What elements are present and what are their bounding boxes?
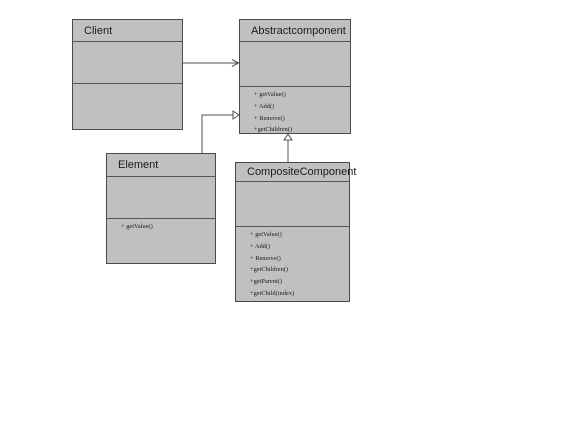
attributes-compartment	[236, 182, 349, 227]
operation-item: + Add()	[250, 242, 271, 250]
association-connector	[183, 59, 240, 67]
operation-item: + getValue()	[121, 223, 153, 230]
hollow-triangle-icon	[232, 110, 240, 120]
operations-compartment	[73, 84, 182, 86]
operation-item: +getChildren()	[250, 266, 289, 274]
class-client[interactable]: Client	[72, 19, 183, 130]
operation-item: + getValue()	[254, 91, 286, 98]
element-generalization-connector	[201, 110, 240, 153]
open-arrowhead-icon	[231, 59, 240, 67]
operation-item: +getParent()	[250, 278, 282, 286]
class-name: Client	[73, 20, 182, 42]
class-abstractcomponent[interactable]: Abstractcomponent + getValue() + Add() + R…	[239, 19, 351, 134]
operations-compartment: + getValue() + Add() + Remove() +getChildre…	[240, 87, 350, 136]
attributes-compartment	[240, 42, 350, 87]
operations-compartment: + getValue()	[107, 219, 215, 233]
operation-item: + Add()	[254, 102, 275, 110]
operations-compartment: + getValue() + Add() + Remove() +getChildre…	[236, 227, 349, 300]
hollow-triangle-icon	[283, 133, 293, 141]
class-element[interactable]: Element + getValue()	[106, 153, 216, 264]
class-name: Abstractcomponent	[240, 20, 350, 42]
class-compositecomponent[interactable]: CompositeComponent + getValue()+ Add()+ …	[235, 162, 356, 302]
operation-item: + Remove()	[250, 254, 281, 262]
operation-item: +getChildren()	[254, 126, 293, 134]
operation-item: + Remove()	[254, 114, 285, 122]
class-name: CompositeComponent	[236, 163, 356, 182]
composite-generalization-connector	[283, 133, 293, 162]
attributes-compartment	[107, 177, 215, 219]
operation-item: + getValue()	[250, 231, 282, 238]
operation-item: +getChild(index)	[250, 289, 295, 297]
attributes-compartment	[73, 42, 182, 84]
class-name: Element	[107, 154, 215, 177]
